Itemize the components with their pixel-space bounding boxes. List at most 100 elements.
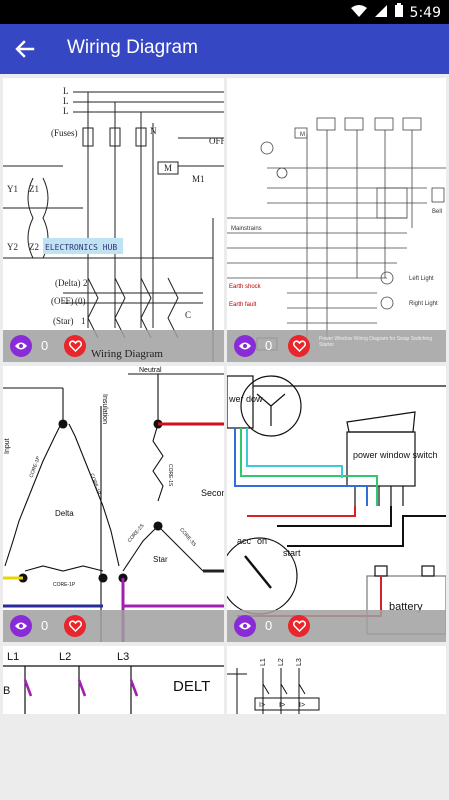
views-badge [234,335,256,357]
status-time: 5:49 [409,4,441,21]
neutral-label: N [150,126,157,136]
delta-heading-overlay: DELT [173,678,211,695]
diagram-card[interactable]: wer dow power window switch acc on start… [227,366,446,642]
star-label: (Star) [53,316,74,326]
card-caption: Wiring Diagram [91,348,163,360]
note-label: Earth fault [229,302,257,308]
on-label: on [257,536,267,546]
start-label: start [283,548,301,558]
insulation-label: Insulation [101,394,108,424]
eye-icon [239,622,251,630]
page-title: Wiring Diagram [67,37,198,58]
power-window-switch-label: power window switch [353,450,438,460]
diagram-image-three-phase-switch: L1 L2 L3 B [3,651,224,714]
phase-label: L1 [7,651,19,663]
phase-label: L [63,86,69,96]
favorite-button[interactable] [64,335,86,357]
card-caption: Power Window Wiring Diagram for Swap Swi… [319,336,433,348]
favorite-button[interactable] [288,335,310,357]
diagram-card[interactable]: L L L (Fuses) N OFF M M1 Y1 Z1 Y2 Z2 ELE… [3,78,224,362]
m1-label: M1 [192,174,205,184]
relay-label: I> [259,702,265,709]
signal-icon [374,4,388,22]
arrow-left-icon [15,40,35,58]
card-stats-bar: 0 [227,610,446,642]
motor-label: M [164,163,172,173]
off-mode-num: (0) [75,296,86,306]
diagram-image-delta-star-transformer: Input Insulation Neutral Delta Star Seco… [3,367,224,642]
power-window-short-label: wer dow [228,394,263,404]
favorite-button[interactable] [288,615,310,637]
relay-label: I> [299,702,305,709]
diagram-image-delta-relay: L1 L2 L3 I> I> I> DELT [227,658,320,714]
coil-label: CORE-1P [53,582,76,588]
favorite-button[interactable] [64,615,86,637]
diagram-card[interactable]: Mainstrains M Left Light Right Light Bel… [227,78,446,362]
mainstrains-label: Mainstrains [231,226,262,232]
views-count: 0 [265,618,273,633]
eye-icon [15,342,27,350]
heart-icon [68,620,82,632]
views-count: 0 [41,338,49,353]
z1-label: Z1 [29,184,39,194]
neutral-label: Neutral [139,367,162,374]
side-label: B [3,685,10,697]
eye-icon [15,622,27,630]
diagram-image-star-delta-starter: L L L (Fuses) N OFF M M1 Y1 Z1 Y2 Z2 ELE… [3,86,224,362]
diagram-image-power-window-wiring: Mainstrains M Left Light Right Light Bel… [227,117,446,351]
coil-label: CORE-1P [88,473,101,497]
card-stats-bar: 0 Wiring Diagram [3,330,224,362]
delta-label: (Delta) [55,278,80,288]
off-label: OFF [209,136,224,146]
delta-label: Delta [55,509,74,518]
app-bar: Wiring Diagram [0,24,449,74]
heart-icon [292,620,306,632]
phase-label: L2 [59,651,71,663]
secondary-label: Second [201,488,224,498]
c-label: C [185,310,191,320]
diagram-grid: L L L (Fuses) N OFF M M1 Y1 Z1 Y2 Z2 ELE… [0,74,449,714]
back-button[interactable] [12,36,38,62]
phase-label: L1 [260,658,267,666]
z2-label: Z2 [29,242,39,252]
coil-label: CORE-1S [167,464,173,487]
acc-label: acc [237,536,252,546]
watermark: ELECTRONICS HUB [45,243,117,252]
phase-label: L3 [296,658,303,666]
coil-label: CORE-3S [178,527,197,548]
diagram-image-power-window-switch: wer dow power window switch acc on start… [227,375,446,635]
diagram-card[interactable]: Input Insulation Neutral Delta Star Seco… [3,366,224,642]
status-bar: 5:49 [0,0,449,24]
eye-icon [239,342,251,350]
delta-num: 2 [83,278,88,288]
card-stats-bar: 0 Power Window Wiring Diagram for Swap S… [227,330,446,362]
phase-label: L [63,106,69,116]
star-label: Star [153,555,168,564]
diagram-card[interactable]: L1 L2 L3 I> I> I> DELT [227,646,446,714]
status-icons: 5:49 [350,3,441,22]
views-badge [10,335,32,357]
star-num: 1 [81,316,86,326]
y1-label: Y1 [7,184,18,194]
heart-icon [292,340,306,352]
left-light-label: Left Light [409,276,434,282]
card-stats-bar: 0 [3,610,224,642]
battery-icon [394,3,404,22]
bell-label: Bell [432,209,442,215]
views-badge [234,615,256,637]
off-mode-label: (OFF) [51,296,74,306]
relay-label: I> [279,702,285,709]
coil-label: CORE-1P [29,455,42,479]
phase-label: L3 [117,651,129,663]
motor-label: M [300,132,305,138]
views-badge [10,615,32,637]
views-count: 0 [41,618,49,633]
phase-label: L [63,96,69,106]
heart-icon [68,340,82,352]
note-label: Earth shock [229,284,262,290]
views-count: 0 [265,338,273,353]
y2-label: Y2 [7,242,18,252]
fuses-label: (Fuses) [51,128,78,138]
right-light-label: Right Light [409,301,438,307]
input-label: Input [4,438,11,454]
